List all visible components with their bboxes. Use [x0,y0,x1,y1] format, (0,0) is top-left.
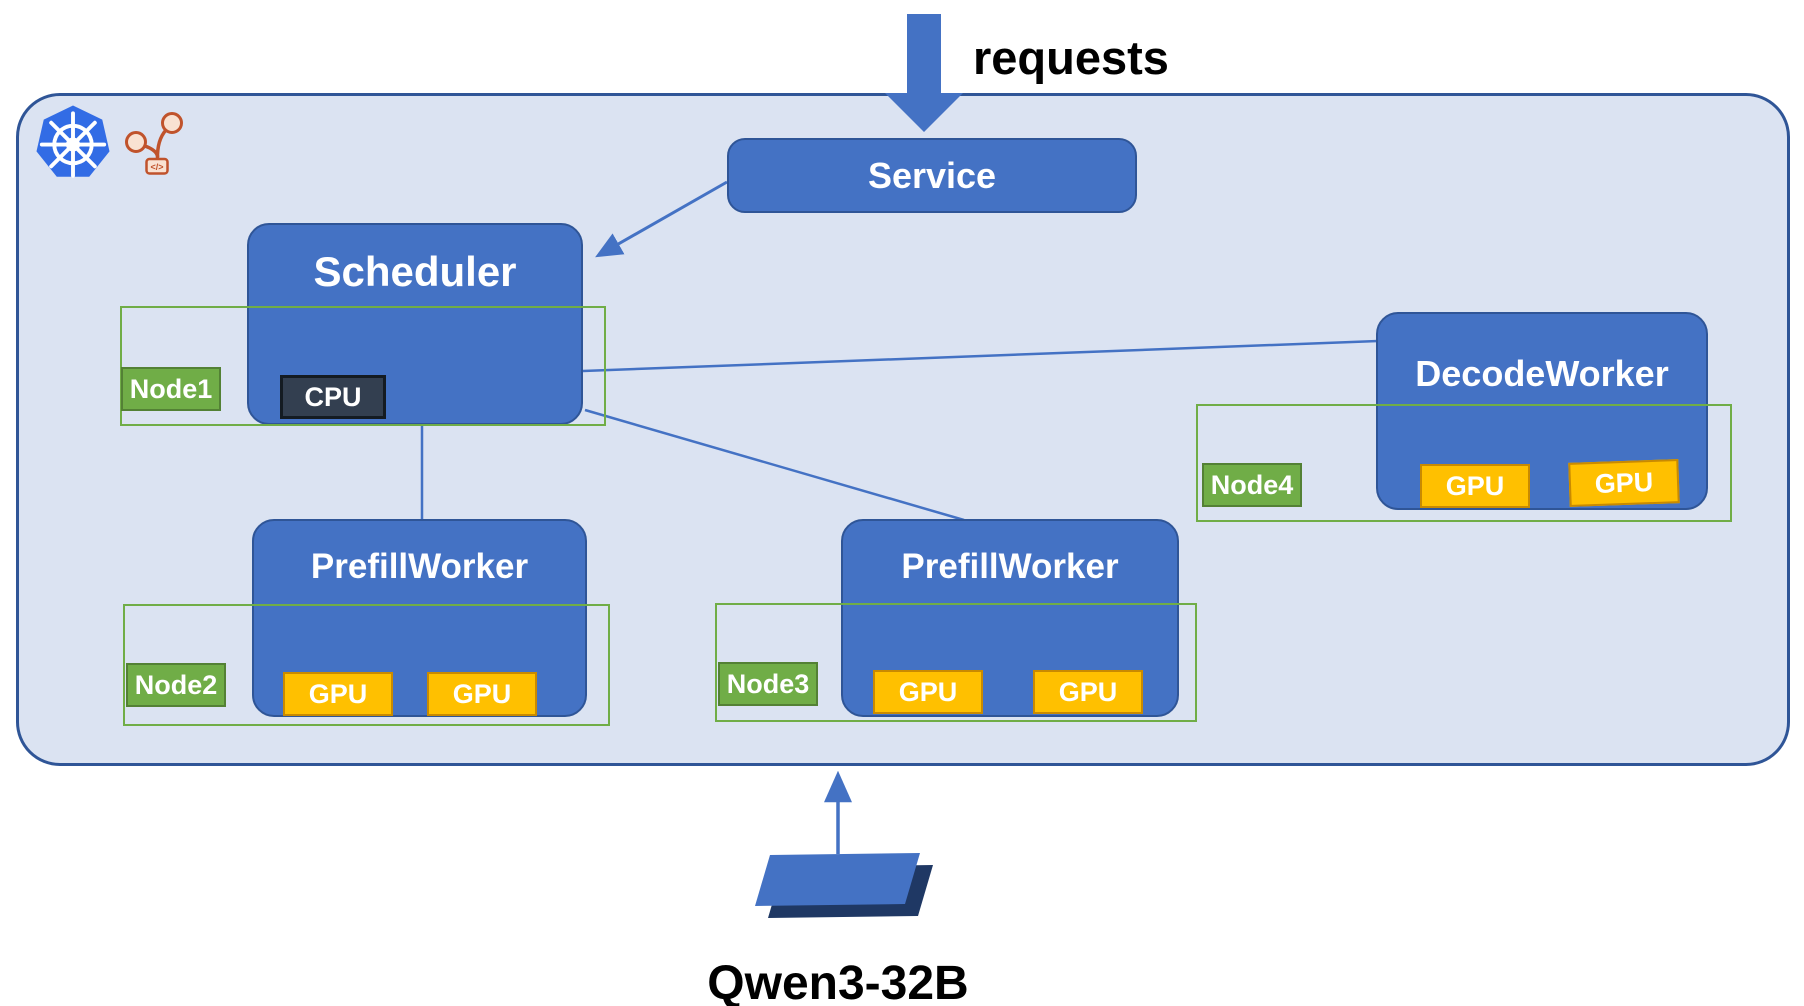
node1-label: Node1 [121,367,221,411]
node4-label: Node4 [1202,463,1302,507]
service-graph-icon: </> [100,88,184,178]
svg-text:</>: </> [150,162,163,172]
node3-rect [715,603,1197,722]
prefill-worker-1-label: PrefillWorker [310,547,529,586]
service-box: Service [727,138,1137,213]
node2-label: Node2 [126,663,226,707]
gpu-chip: GPU [1568,459,1680,507]
model-label: Qwen3-32B [707,957,969,1006]
gpu-chip: GPU [1420,464,1530,508]
requests-label: requests [973,31,1169,84]
gpu-chip: GPU [873,670,983,714]
gpu-chip: GPU [1033,670,1143,714]
node2-rect [123,604,610,726]
gpu-chip: GPU [427,672,537,716]
scheduler-label: Scheduler [313,248,517,295]
decode-worker-label: DecodeWorker [1415,353,1669,394]
node3-label: Node3 [718,662,818,706]
cpu-chip: CPU [280,375,386,419]
service-label: Service [867,154,997,196]
node4-rect [1196,404,1732,522]
prefill-worker-2-label: PrefillWorker [901,547,1119,586]
model-shape-back [768,865,933,918]
kubernetes-icon [34,104,112,182]
model-shape-front [755,853,920,906]
gpu-chip: GPU [283,672,393,716]
